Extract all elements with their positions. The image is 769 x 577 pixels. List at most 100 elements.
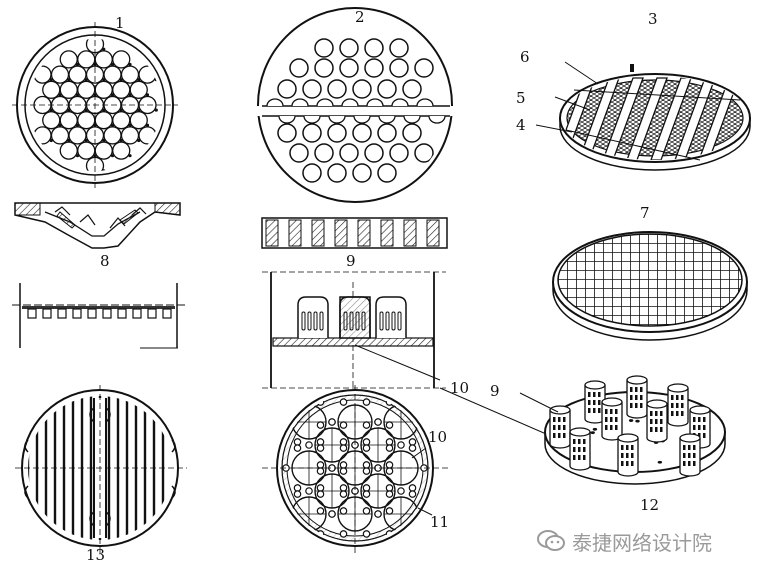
cap-top	[626, 375, 648, 385]
sieve-hole	[302, 79, 322, 99]
sieve-hole	[389, 38, 409, 58]
cap-circle	[94, 141, 113, 160]
half-hole	[291, 98, 309, 107]
riser	[362, 421, 371, 429]
cap-window	[640, 403, 643, 408]
cap-window	[655, 427, 658, 432]
cap-window	[703, 433, 706, 438]
cap-circle	[77, 141, 96, 160]
cap-window	[698, 433, 701, 438]
cap-window	[626, 445, 629, 450]
label-1: 1	[115, 14, 125, 32]
label-8: 8	[100, 252, 110, 270]
cap-window	[563, 433, 566, 438]
cap-slot	[379, 311, 384, 331]
wechat-icon	[537, 530, 565, 551]
riser	[385, 461, 394, 469]
cap-window	[630, 387, 633, 392]
cap-window	[630, 403, 633, 408]
cap-circle	[77, 111, 96, 130]
cap-window	[588, 392, 591, 397]
tray-2-sieve-plate	[255, 7, 455, 203]
tray-slat	[380, 219, 394, 247]
sieve-hole	[389, 143, 409, 163]
slot	[87, 308, 97, 319]
cap-window	[655, 411, 658, 416]
cap-window	[615, 409, 618, 414]
cap-window	[688, 453, 691, 458]
cap-window	[631, 445, 634, 450]
cap-slot	[307, 311, 312, 331]
cap-window	[703, 417, 706, 422]
cap-window	[621, 453, 624, 458]
sieve-hole	[277, 79, 297, 99]
sieve-hole	[339, 58, 359, 78]
cap-window	[698, 425, 701, 430]
left-column-section	[12, 283, 185, 349]
tray-13-split-bars	[15, 385, 187, 555]
tray-slat	[265, 219, 279, 247]
cap-circle	[42, 80, 61, 99]
cap-circle	[103, 126, 122, 145]
cap-circle	[112, 80, 131, 99]
sieve-hole	[289, 143, 309, 163]
riser	[385, 484, 394, 492]
riser	[362, 490, 371, 498]
cap-top	[617, 433, 639, 443]
riser	[316, 507, 325, 515]
cap-window	[660, 427, 663, 432]
cap-circle	[94, 50, 113, 69]
cap-circle	[129, 111, 148, 130]
riser	[293, 530, 302, 538]
cap-circle	[59, 80, 78, 99]
slot	[42, 308, 52, 319]
cap-window	[693, 417, 696, 422]
cap-circle	[94, 80, 113, 99]
sieve-hole	[352, 123, 372, 143]
label-9-right: 9	[490, 382, 500, 400]
cap-window	[558, 425, 561, 430]
riser	[339, 444, 348, 452]
cap-window	[610, 409, 613, 414]
sieve-hole	[314, 58, 334, 78]
cap-window	[676, 411, 679, 416]
cap-window	[553, 425, 556, 430]
riser	[282, 510, 290, 518]
cap-window	[683, 461, 686, 466]
riser	[316, 467, 325, 475]
cap-circle	[112, 50, 131, 69]
riser	[339, 461, 348, 469]
hole-dot	[102, 47, 106, 51]
half-hole	[416, 98, 434, 107]
cap-window	[683, 445, 686, 450]
tray-hole	[628, 419, 634, 422]
tray-8-section	[14, 202, 181, 249]
bubble-cap-tray-plan	[262, 385, 561, 555]
tray-hole	[590, 431, 595, 435]
slot	[102, 308, 112, 319]
cap-circle	[68, 65, 87, 84]
cap-window	[631, 453, 634, 458]
riser	[305, 441, 313, 449]
sieve-hole	[327, 123, 347, 143]
riser	[282, 418, 290, 426]
cap-circle	[138, 65, 157, 84]
cap-window	[558, 417, 561, 422]
riser	[339, 438, 348, 446]
riser	[339, 530, 348, 538]
riser	[362, 507, 371, 515]
cap-circle	[42, 111, 61, 130]
cap-circle	[129, 80, 148, 99]
tray-hole	[635, 419, 640, 423]
riser	[362, 461, 371, 469]
cap-window	[563, 425, 566, 430]
sieve-hole	[277, 123, 297, 143]
cap-circle	[33, 65, 52, 84]
cap-window	[578, 447, 581, 452]
riser	[339, 484, 348, 492]
half-hole	[378, 115, 396, 124]
tray-12-cap-tray	[519, 375, 726, 485]
riser	[408, 530, 417, 538]
riser	[408, 490, 417, 498]
cap-slot	[301, 311, 306, 331]
